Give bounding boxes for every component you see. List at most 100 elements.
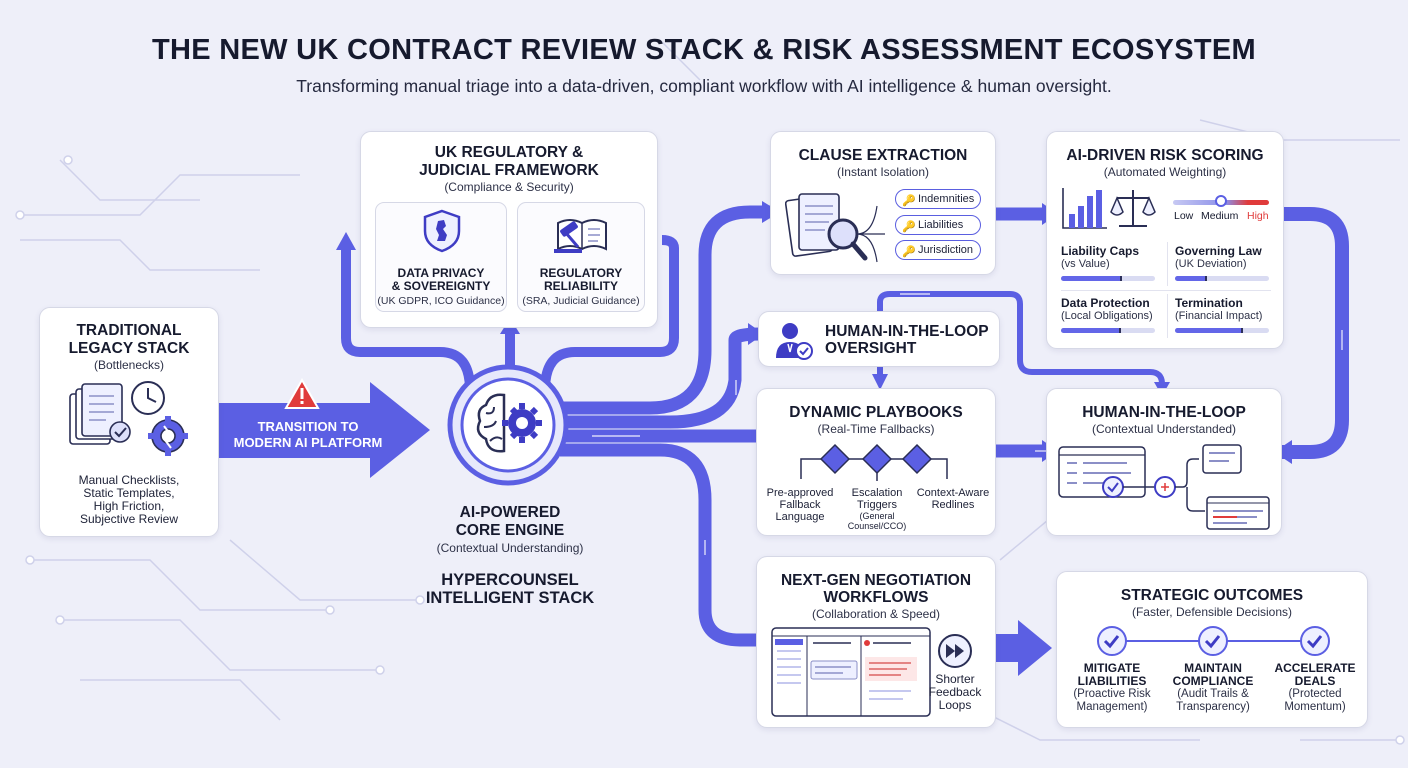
- stack-name-1: HYPERCOUNSEL: [441, 571, 579, 589]
- option-line: Pre-approved: [766, 487, 834, 499]
- outcome-sub: Transparency): [1176, 701, 1250, 713]
- outcome-heading: LIABILITIES: [1077, 674, 1147, 688]
- outcome-mitigate: MITIGATE LIABILITIES (Proactive Risk Man…: [1061, 662, 1163, 714]
- reliability-sub: (SRA, Judicial Guidance): [522, 295, 640, 307]
- bar-chart-scale-icon: [1062, 188, 1156, 229]
- regulatory-card: UK REGULATORY & JUDICIAL FRAMEWORK (Comp…: [360, 131, 658, 328]
- transition-arrow: [218, 382, 430, 478]
- clause-item-2: Liabilities: [918, 219, 964, 231]
- legacy-icons: [69, 381, 188, 456]
- privacy-sub: (UK GDPR, ICO Guidance): [377, 295, 505, 307]
- clause-item-1: Indemnities: [918, 193, 975, 205]
- hitl-right-sub: (Contextual Understanded): [1091, 422, 1237, 436]
- clause-pill-liabilities[interactable]: 🔑Liabilities: [895, 215, 981, 235]
- divider: [1167, 294, 1168, 338]
- page-subtitle: Transforming manual triage into a data-d…: [296, 76, 1112, 96]
- circuit-dots: [15, 155, 1405, 745]
- outcome-heading: ACCELERATE: [1274, 661, 1356, 675]
- option-line: Triggers: [857, 499, 897, 511]
- feedback-line: Feedback: [928, 685, 982, 699]
- risk-tick: [1119, 328, 1122, 333]
- feedback-line: Shorter: [935, 672, 975, 686]
- metric-sub: (Local Obligations): [1061, 310, 1153, 322]
- uk-shield-icon: [423, 209, 461, 253]
- divider: [1061, 290, 1271, 291]
- check-badge-icon: [109, 421, 131, 443]
- option-line: Counsel/CCO): [847, 521, 907, 531]
- feedback-line: Loops: [938, 698, 972, 712]
- negotiation-title-2: WORKFLOWS: [823, 589, 929, 606]
- dynamic-playbooks-card: DYNAMIC PLAYBOOKS (Real-Time Fallbacks) …: [756, 388, 996, 536]
- risk-fill: [1061, 328, 1120, 333]
- privacy-title-1: DATA PRIVACY: [397, 266, 485, 280]
- option-line: Fallback: [779, 499, 821, 511]
- divider: [1167, 242, 1168, 286]
- outcome-sub: (Audit Trails &: [1177, 688, 1249, 700]
- risk-sub: (Automated Weighting): [1103, 165, 1227, 179]
- legacy-stack-card: TRADITIONAL LEGACY STACK (Bottlenecks) M…: [39, 307, 219, 537]
- metric-sub: (UK Deviation): [1175, 258, 1247, 270]
- key-icon: 🔑: [902, 246, 916, 258]
- person-check-icon: [776, 323, 813, 360]
- risk-scale-handle[interactable]: [1215, 195, 1227, 207]
- reliability-title-2: RELIABILITY: [544, 279, 618, 293]
- metric-label: Governing Law: [1175, 244, 1262, 258]
- risk-scoring-card: AI-DRIVEN RISK SCORING (Automated Weight…: [1046, 131, 1284, 349]
- hitl-right-title: HUMAN-IN-THE-LOOP: [1082, 404, 1246, 421]
- legacy-desc-4: Subjective Review: [79, 512, 179, 526]
- key-icon: 🔑: [902, 195, 916, 207]
- legacy-title-1: TRADITIONAL: [76, 322, 182, 339]
- risk-title: AI-DRIVEN RISK SCORING: [1066, 147, 1264, 164]
- legacy-desc-3: High Friction,: [93, 499, 165, 513]
- privacy-title-2: & SOVEREIGNTY: [391, 279, 491, 293]
- metric-label: Termination: [1175, 296, 1243, 310]
- check-icon: [1300, 626, 1330, 656]
- playbook-option-1: Pre-approved Fallback Language: [761, 487, 839, 523]
- broken-gear-icon: [148, 416, 188, 456]
- negotiation-sub: (Collaboration & Speed): [811, 607, 941, 621]
- check-icon: [1198, 626, 1228, 656]
- reliability-title-1: REGULATORY: [539, 266, 623, 280]
- risk-scale-high: High: [1247, 210, 1269, 222]
- hitl-oversight-title-2: OVERSIGHT: [825, 340, 917, 357]
- clause-pill-indemnities[interactable]: 🔑Indemnities: [895, 189, 981, 209]
- risk-loop-arrow: [1282, 207, 1349, 459]
- data-privacy-panel: DATA PRIVACY & SOVEREIGNTY (UK GDPR, ICO…: [375, 202, 507, 312]
- negotiation-to-outcomes-arrow: [996, 620, 1052, 676]
- outcome-sub: (Protected: [1288, 688, 1342, 700]
- feedback-label: Shorter Feedback Loops: [925, 673, 985, 712]
- legacy-desc-1: Manual Checklists,: [78, 473, 180, 487]
- risk-bar-law: [1175, 276, 1269, 281]
- clause-pill-jurisdiction[interactable]: 🔑Jurisdiction: [895, 240, 981, 260]
- regulatory-title-2: JUDICIAL FRAMEWORK: [419, 162, 599, 179]
- outcome-heading: DEALS: [1294, 674, 1336, 688]
- warning-icon: [284, 378, 320, 409]
- outcome-sub: Momentum): [1284, 701, 1346, 713]
- option-line: (General: [859, 511, 895, 521]
- negotiation-title-1: NEXT-GEN NEGOTIATION: [780, 572, 972, 589]
- risk-bar-data: [1061, 328, 1155, 333]
- core-title-2: CORE ENGINE: [455, 522, 565, 539]
- negotiation-card: NEXT-GEN NEGOTIATION WORKFLOWS (Collabor…: [756, 556, 996, 728]
- risk-tick: [1240, 328, 1243, 333]
- hitl-oversight-card: HUMAN-IN-THE-LOOP OVERSIGHT: [758, 311, 1000, 367]
- check-icon: [1097, 626, 1127, 656]
- outcome-heading: MITIGATE: [1083, 661, 1141, 675]
- legacy-title-2: LEGACY STACK: [68, 340, 190, 357]
- option-line: Language: [775, 511, 825, 523]
- core-sub: (Contextual Understanding): [436, 541, 584, 555]
- fast-forward-icon: [938, 634, 972, 668]
- playbooks-sub: (Real-Time Fallbacks): [817, 422, 935, 436]
- documents-icon: [69, 383, 123, 445]
- decision-flow-icon: [800, 443, 948, 481]
- outcome-heading: MAINTAIN: [1184, 661, 1242, 675]
- outcomes-title: STRATEGIC OUTCOMES: [1120, 587, 1304, 604]
- circuit-lines: [20, 39, 1400, 741]
- magnifier-documents-icon: [785, 193, 885, 263]
- gavel-book-icon: [554, 219, 607, 253]
- playbook-option-2: Escalation Triggers (General Counsel/CCO…: [841, 487, 913, 531]
- outcome-maintain: MAINTAIN COMPLIANCE (Audit Trails & Tran…: [1162, 662, 1264, 714]
- clause-title: CLAUSE EXTRACTION: [798, 147, 968, 164]
- risk-scale-low: Low: [1174, 210, 1194, 222]
- legacy-sub: (Bottlenecks): [93, 358, 165, 372]
